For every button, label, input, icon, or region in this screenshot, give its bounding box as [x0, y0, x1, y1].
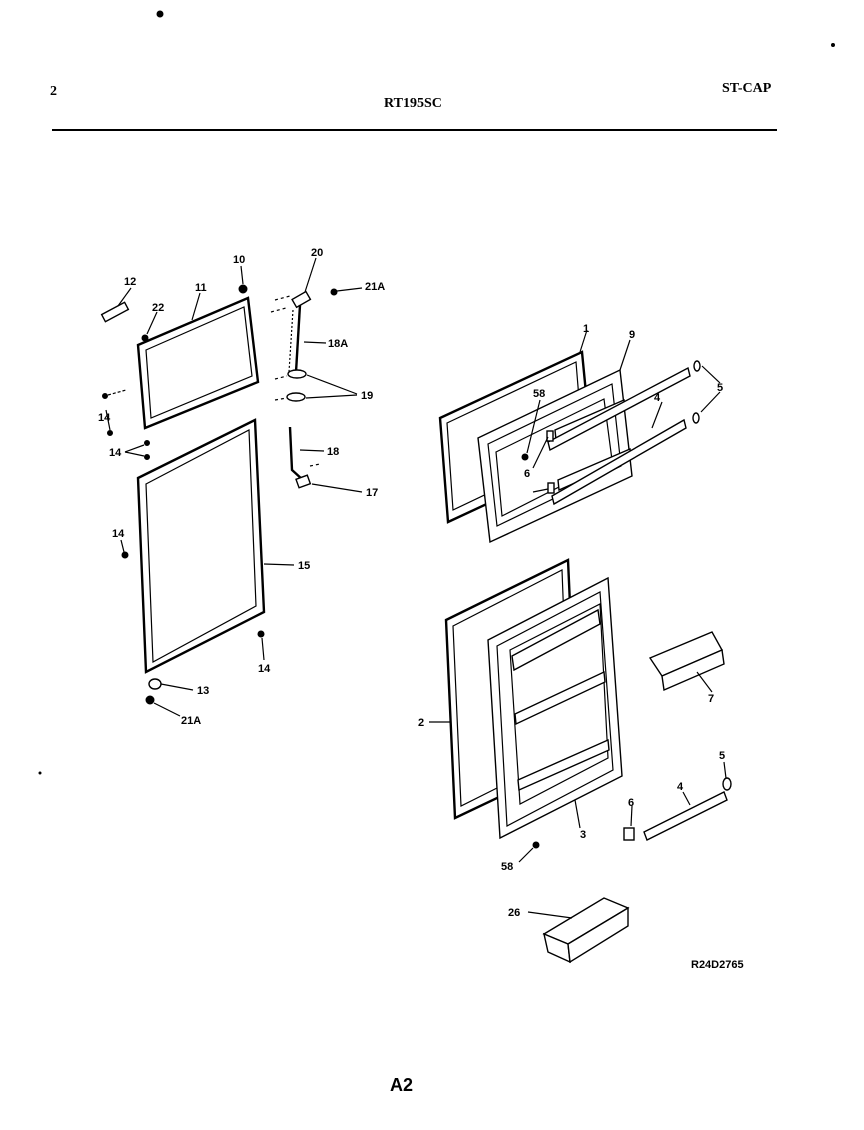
callout-9: 9: [629, 329, 635, 341]
freezer-door-small-parts: [521, 399, 555, 494]
page-code: A2: [390, 1075, 414, 1095]
callout-14-b: 14: [109, 447, 122, 459]
lower-hinge-assembly: [288, 426, 363, 493]
fresh-food-door-rail: [623, 761, 732, 841]
callout-14-a: 14: [98, 412, 111, 424]
callout-4-top: 4: [654, 392, 661, 404]
page-number: 2: [50, 84, 57, 99]
model-number: RT195SC: [384, 96, 442, 111]
bottom-hinge-parts: [145, 678, 194, 717]
freezer-door-shelf-rails: [547, 366, 691, 506]
callout-15: 15: [298, 560, 310, 572]
drawing-number: R24D2765: [691, 959, 744, 971]
callout-17: 17: [366, 487, 378, 499]
callout-26: 26: [508, 907, 520, 919]
callout-14-d: 14: [258, 663, 271, 675]
top-hinge-assembly: [270, 257, 363, 402]
fresh-food-door-gasket: [136, 418, 266, 674]
callout-18a: 18A: [328, 338, 348, 350]
scan-speck: [156, 10, 164, 18]
callout-6-top: 6: [524, 468, 530, 480]
callout-12: 12: [124, 276, 136, 288]
callout-20: 20: [311, 247, 323, 259]
scan-speck: [38, 771, 42, 775]
callout-2: 2: [418, 717, 424, 729]
callout-5-bottom: 5: [719, 750, 725, 762]
fresh-food-door-liner: [487, 576, 623, 840]
callout-18: 18: [327, 446, 339, 458]
callout-7: 7: [708, 693, 714, 705]
callout-1: 1: [583, 323, 589, 335]
dairy-compartment-door: [648, 631, 725, 693]
fresh-food-door-screw: [518, 841, 540, 863]
callout-10: 10: [233, 254, 245, 266]
section-code: ST-CAP: [722, 81, 772, 96]
callout-6-bottom: 6: [628, 797, 634, 809]
scan-speck: [831, 43, 835, 47]
door-bin: [527, 897, 630, 964]
part-12-handle-insert: [100, 287, 132, 323]
callout-14-c: 14: [112, 528, 125, 540]
callout-58-bottom: 58: [501, 861, 513, 873]
leader-11: [191, 292, 201, 321]
callout-13: 13: [197, 685, 209, 697]
callout-21a-bottom: 21A: [181, 715, 201, 727]
screws-14: [102, 389, 295, 661]
callout-11: 11: [195, 282, 207, 294]
callout-4-bottom: 4: [677, 781, 684, 793]
part-10-plug: [238, 265, 248, 294]
callout-5-top: 5: [717, 382, 723, 394]
callout-21a-top: 21A: [365, 281, 385, 293]
callout-19: 19: [361, 390, 373, 402]
rail-end-caps-top: [692, 360, 721, 424]
callout-22: 22: [152, 302, 164, 314]
callout-58-top: 58: [533, 388, 545, 400]
freezer-door-gasket: [136, 296, 260, 430]
part-22-screw: [141, 311, 158, 342]
header-rule: [52, 129, 777, 131]
callout-3: 3: [580, 829, 586, 841]
